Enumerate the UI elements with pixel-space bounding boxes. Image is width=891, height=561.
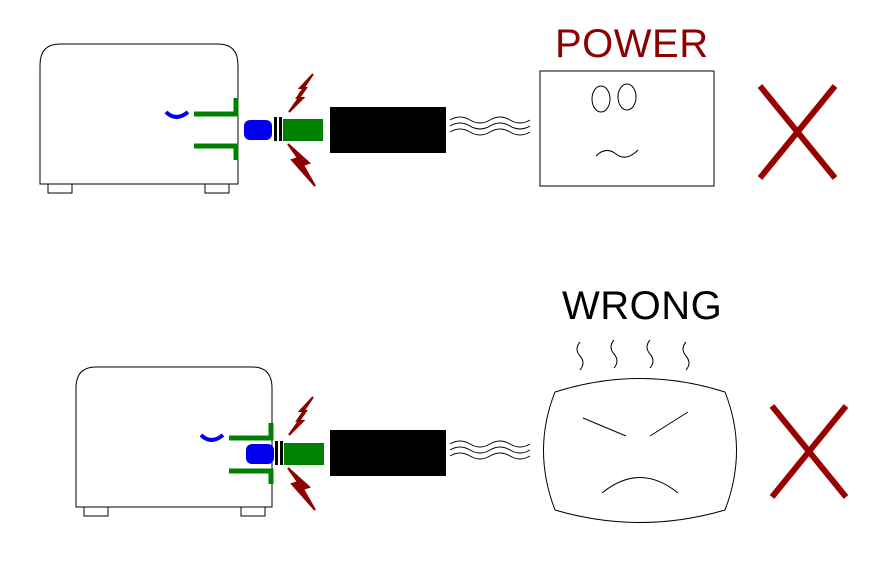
wavy-cable-icon	[449, 116, 531, 136]
power-supply-face-icon	[539, 70, 715, 187]
socket-icon	[194, 98, 239, 160]
x-mark-icon	[757, 84, 838, 180]
spark-icon	[287, 143, 316, 187]
top-panel	[39, 43, 838, 194]
wavy-cable-icon	[449, 440, 531, 460]
spark-icon	[288, 396, 314, 436]
plug-icon	[246, 441, 324, 465]
heat-wave-icon	[576, 339, 690, 371]
x-mark-icon	[769, 404, 849, 499]
power-label: POWER	[555, 22, 709, 66]
socket-arc-icon	[164, 110, 190, 119]
wrong-label: WRONG	[562, 284, 723, 328]
bottom-panel	[75, 339, 849, 523]
spark-icon	[287, 467, 316, 511]
device-icon	[39, 43, 239, 194]
socket-arc-icon	[199, 433, 225, 442]
plug-icon	[244, 117, 323, 141]
device-icon	[75, 366, 273, 517]
adapter-brick-icon	[330, 430, 446, 476]
spark-icon	[288, 73, 314, 113]
adapter-brick-icon	[330, 107, 446, 153]
power-supply-face-icon	[543, 378, 737, 523]
socket-icon	[229, 423, 274, 484]
